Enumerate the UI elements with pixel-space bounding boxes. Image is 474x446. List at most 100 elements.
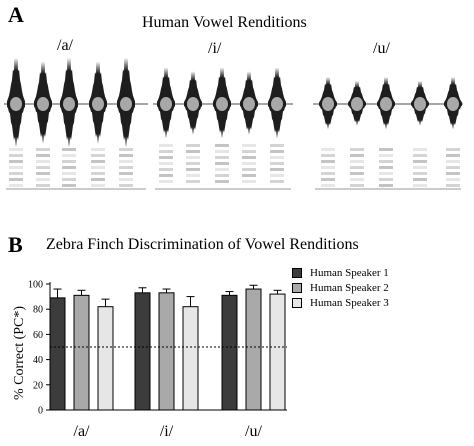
- bar-2-0: [221, 294, 238, 411]
- panel-a-title: Human Vowel Renditions: [142, 14, 307, 31]
- spectrogram-band: [159, 156, 173, 159]
- spectrogram-band: [159, 162, 173, 165]
- spectrogram-band: [62, 160, 76, 163]
- waveform-core: [37, 97, 49, 111]
- bar-1-1: [158, 292, 175, 411]
- spectrogram-band: [119, 184, 133, 187]
- spectrogram-band: [36, 166, 50, 169]
- spectrogram-band: [9, 178, 23, 181]
- spectrogram-band: [379, 154, 393, 157]
- waveform-core: [120, 97, 132, 111]
- bar-0-2: [97, 306, 114, 411]
- y-tick-label: 80: [33, 305, 43, 316]
- spectrogram-band: [242, 180, 256, 183]
- spectrogram-band: [413, 178, 427, 181]
- spectrogram-band: [413, 166, 427, 169]
- spectrogram-band: [215, 156, 229, 159]
- spectrogram-band: [350, 160, 364, 163]
- spectrogram-band: [413, 148, 427, 151]
- spectrogram-band: [159, 168, 173, 171]
- spectrogram-band: [270, 180, 284, 183]
- spectrogram-band: [270, 174, 284, 177]
- legend-label: Human Speaker 1: [310, 266, 389, 279]
- legend-swatch: [292, 297, 302, 308]
- legend-item-speaker1: Human Speaker 1: [292, 265, 389, 280]
- spectrogram-band: [242, 162, 256, 165]
- vowel-rendition-group-1: [153, 67, 293, 190]
- waveform-core: [216, 97, 228, 111]
- spectrogram-band: [413, 184, 427, 187]
- x-category-label: /i/: [160, 423, 174, 440]
- spectrogram-band: [186, 174, 200, 177]
- spectrogram-band: [36, 154, 50, 157]
- vowel-label-a: /a/: [57, 37, 73, 54]
- spectrogram-band: [242, 156, 256, 159]
- spectrogram-band: [91, 148, 105, 151]
- spectrogram-band: [9, 160, 23, 163]
- spectrogram-band: [413, 160, 427, 163]
- spectrogram-band: [91, 178, 105, 181]
- spectrogram-band: [350, 154, 364, 157]
- spectrogram-band: [91, 172, 105, 175]
- spectrogram-band: [379, 148, 393, 151]
- waveform-core: [63, 97, 75, 111]
- spectrogram-band: [9, 148, 23, 151]
- spectrogram-band: [379, 178, 393, 181]
- spectrogram-band: [62, 154, 76, 157]
- spectrogram-band: [446, 178, 460, 181]
- spectrogram-band: [446, 172, 460, 175]
- spectrogram-band: [159, 144, 173, 147]
- waveform-core: [10, 97, 22, 111]
- spectrogram-band: [119, 166, 133, 169]
- waveform-core: [271, 97, 283, 111]
- spectrogram-band: [9, 166, 23, 169]
- legend-swatch: [292, 282, 302, 293]
- waveform-core: [92, 97, 104, 111]
- spectrogram-band: [270, 168, 284, 171]
- spectrogram-band: [242, 168, 256, 171]
- vowel-label-u: /u/: [373, 40, 390, 57]
- spectrogram-band: [215, 174, 229, 177]
- spectrogram-band: [350, 166, 364, 169]
- spectrogram-band: [62, 184, 76, 187]
- y-tick-label: 60: [33, 330, 43, 341]
- bar-1-0: [134, 292, 151, 411]
- spectrogram-band: [379, 160, 393, 163]
- spectrogram-band: [379, 184, 393, 187]
- spectrogram-band: [446, 166, 460, 169]
- spectrogram-figure: [4, 57, 463, 190]
- spectrogram-band: [350, 184, 364, 187]
- spectrogram-band: [186, 150, 200, 153]
- spectrogram-band: [446, 148, 460, 151]
- spectrogram-band: [159, 174, 173, 177]
- x-category-label: /a/: [74, 423, 91, 440]
- spectrogram-band: [119, 160, 133, 163]
- spectrogram-band: [159, 150, 173, 153]
- spectrogram-band: [91, 160, 105, 163]
- y-tick-label: 40: [33, 355, 43, 366]
- waveform-core: [447, 97, 459, 111]
- spectrogram-band: [270, 162, 284, 165]
- legend-swatch: [292, 267, 302, 278]
- spectrogram-band: [186, 168, 200, 171]
- spectrogram-band: [270, 150, 284, 153]
- bar-0-1: [73, 294, 90, 411]
- spectrogram-band: [215, 144, 229, 147]
- spectrogram-band: [242, 174, 256, 177]
- y-tick-label: 100: [28, 280, 43, 291]
- spectrogram-band: [62, 166, 76, 169]
- spectrogram-band: [36, 178, 50, 181]
- legend-label: Human Speaker 3: [310, 296, 389, 309]
- spectrogram-band: [413, 154, 427, 157]
- spectrogram-band: [186, 180, 200, 183]
- spectrogram-band: [350, 178, 364, 181]
- spectrogram-band: [379, 166, 393, 169]
- vowel-rendition-group-2: [313, 76, 463, 190]
- spectrogram-band: [321, 160, 335, 163]
- panel-b-letter: B: [8, 232, 23, 257]
- spectrogram-band: [36, 160, 50, 163]
- spectrogram-band: [119, 172, 133, 175]
- spectrogram-band: [91, 154, 105, 157]
- spectrogram-band: [242, 144, 256, 147]
